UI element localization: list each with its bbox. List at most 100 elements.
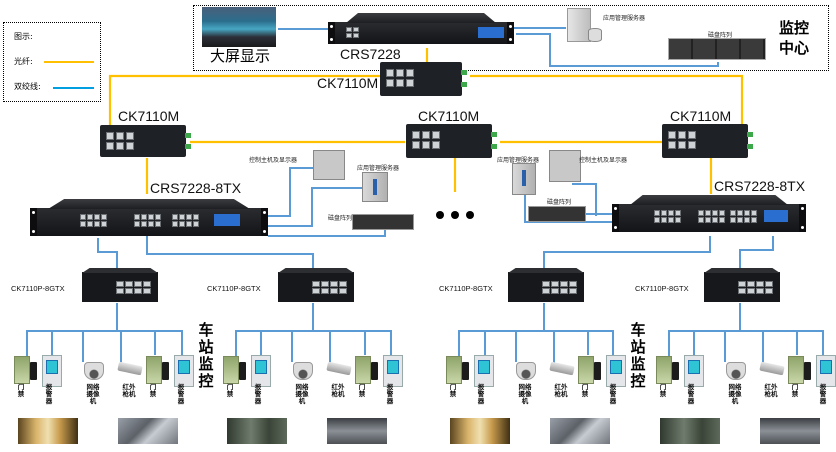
device-label: 门禁 — [791, 383, 799, 398]
access-switch-1-label: CK7110P-8GTX — [11, 284, 65, 293]
tp-right-host — [572, 183, 597, 216]
center-app-server-label: 应用管理服务器 — [603, 16, 646, 22]
station-scene-image-hall — [660, 418, 720, 444]
device-label: 门禁 — [149, 383, 157, 398]
station-scene-image-signboard — [760, 418, 820, 444]
tp-left-server — [268, 187, 362, 227]
card-reader-icon — [239, 362, 246, 380]
station-label-left-text: 车站监控 — [198, 321, 214, 390]
ring-switch-left-label: CK7110M — [118, 108, 180, 124]
alarm-panel-icon — [816, 355, 836, 387]
device-label: 报警器 — [609, 383, 617, 405]
ring-switch-top — [380, 62, 467, 96]
bus-2 — [235, 330, 392, 360]
disk-array-icon — [528, 206, 586, 222]
database-icon — [588, 28, 602, 42]
bus-1 — [26, 330, 183, 360]
card-reader-icon — [30, 362, 37, 380]
station-scene-image-turnstiles — [550, 418, 610, 444]
access-control-icon — [355, 356, 371, 384]
device-label: 报警器 — [477, 383, 485, 405]
bus-4 — [668, 330, 824, 360]
device-label: 红外枪机 — [554, 383, 568, 398]
big-screen-label: 大屏显示 — [210, 48, 271, 65]
legend-twisted-pair-label: 双绞线: — [14, 82, 41, 91]
access-switch-1 — [82, 268, 158, 302]
tp-right-acc1 — [543, 236, 711, 270]
device-label: 报警器 — [687, 383, 695, 405]
alarm-panel-icon — [474, 355, 494, 387]
more-stations-indicator — [436, 204, 481, 223]
access-control-icon — [788, 356, 804, 384]
ring-switch-left — [100, 125, 191, 157]
device-label: 报警器 — [386, 383, 394, 405]
control-center-frame — [193, 5, 829, 71]
tp-right-server — [524, 195, 614, 223]
device-label: 网络摄像机 — [86, 383, 100, 405]
alarm-panel-icon — [174, 355, 194, 387]
card-reader-icon — [462, 362, 469, 380]
station-scene-image-signboard — [327, 418, 387, 444]
station-label-right: 车站监控 — [630, 322, 646, 390]
left-app-server-label: 应用管理服务器 — [357, 166, 400, 172]
tp-left-acc2 — [146, 236, 314, 270]
legend-fiber-label: 光纤: — [14, 57, 33, 66]
alarm-panel-icon — [684, 355, 704, 387]
right-app-server-label: 应用管理服务器 — [497, 158, 540, 164]
station-scene-image-hall — [227, 418, 287, 444]
disk-array-icon — [668, 38, 766, 60]
card-reader-icon — [371, 362, 378, 380]
disk-array-icon — [352, 214, 414, 230]
access-control-icon — [578, 356, 594, 384]
device-label: 网络摄像机 — [518, 383, 532, 405]
ring-switch-mid — [406, 124, 497, 158]
access-switch-2-label: CK7110P-8GTX — [207, 284, 261, 293]
station-scene-image-turnstiles — [118, 418, 178, 444]
app-server-icon — [362, 172, 388, 202]
bus-drops — [51, 331, 798, 365]
ring-switch-top-label: CK7110M — [317, 75, 379, 91]
legend-fiber-swatch — [44, 61, 94, 63]
station-label-left: 车站监控 — [198, 322, 214, 390]
device-label: 门禁 — [449, 383, 457, 398]
legend-title: 图示: — [14, 32, 33, 41]
card-reader-icon — [162, 362, 169, 380]
app-server-icon — [512, 163, 536, 195]
device-label: 报警器 — [177, 383, 185, 405]
app-server-icon — [567, 8, 591, 42]
card-reader-icon — [672, 362, 679, 380]
station-switch-left-label: CRS7228-8TX — [150, 180, 242, 196]
device-label: 门禁 — [226, 383, 234, 398]
right-disk-array-label: 磁盘阵列 — [547, 200, 572, 206]
device-label: 门禁 — [581, 383, 589, 398]
device-label: 红外枪机 — [764, 383, 778, 398]
access-control-icon — [146, 356, 162, 384]
access-control-icon — [656, 356, 672, 384]
tp-left-host — [268, 167, 314, 217]
access-control-icon — [446, 356, 462, 384]
device-label: 报警器 — [254, 383, 262, 405]
device-label: 门禁 — [659, 383, 667, 398]
tp-right-acc2 — [739, 236, 774, 270]
access-switch-3-label: CK7110P-8GTX — [439, 284, 493, 293]
core-switch-label: CRS7228 — [340, 46, 401, 62]
device-label: 红外枪机 — [331, 383, 345, 398]
access-control-icon — [14, 356, 30, 384]
access-switch-3 — [508, 268, 584, 302]
core-switch — [328, 13, 514, 44]
bus-3 — [458, 330, 614, 360]
station-switch-right — [612, 195, 806, 232]
left-control-host-label: 控制主机及显示器 — [249, 158, 298, 164]
access-switch-4-label: CK7110P-8GTX — [635, 284, 689, 293]
control-host-icon — [549, 150, 581, 182]
dome-camera-icon — [293, 362, 313, 380]
control-center-title-1: 监控 — [779, 19, 810, 37]
device-label: 网络摄像机 — [728, 383, 742, 405]
dome-camera-icon — [516, 362, 536, 380]
alarm-panel-icon — [42, 355, 62, 387]
device-label: 报警器 — [819, 383, 827, 405]
ring-switch-right — [662, 124, 753, 158]
center-disk-array-label: 磁盘阵列 — [708, 33, 733, 39]
device-label: 门禁 — [17, 383, 25, 398]
